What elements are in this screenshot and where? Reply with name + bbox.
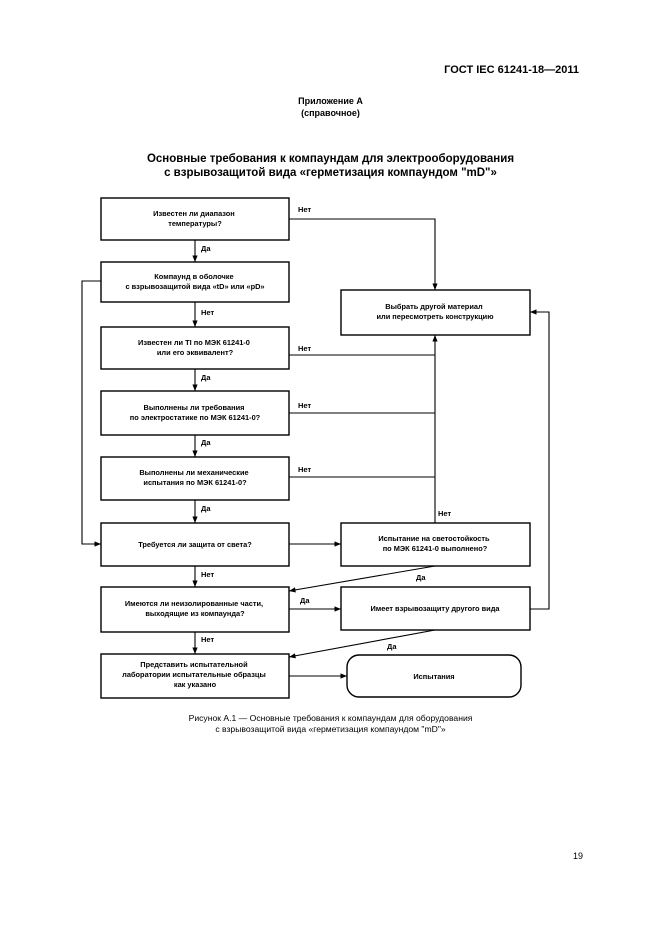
box-q3 xyxy=(100,326,290,370)
text-q8: Представить испытательной лаборатории ис… xyxy=(122,660,268,689)
box-q5 xyxy=(100,456,290,501)
text-q3: Известен ли TI по МЭК 61241-0 или его эк… xyxy=(138,338,252,357)
figure-caption: Рисунок А.1 — Основные требования к комп… xyxy=(0,713,661,735)
appendix-line-1: Приложение А xyxy=(298,96,363,106)
label-no-q1: Нет xyxy=(298,205,311,214)
text-q6: Требуется ли защита от света? xyxy=(138,540,252,549)
figure-title-line-1: Основные требования к компаундам для эле… xyxy=(146,153,515,165)
text-r2: Испытание на светостойкость по МЭК 61241… xyxy=(378,534,491,553)
text-r1: Выбрать другой материал или пересмотреть… xyxy=(376,302,494,321)
label-yes-r3: Да xyxy=(387,642,397,651)
label-no-q3: Нет xyxy=(298,344,311,353)
label-yes-r2: Да xyxy=(416,573,426,582)
label-yes-q3: Да xyxy=(201,373,211,382)
figure-title: Основные требования к компаундам для эле… xyxy=(0,152,661,180)
label-no-q5: Нет xyxy=(298,465,311,474)
appendix-heading: Приложение А (справочное) xyxy=(0,95,661,119)
box-r2 xyxy=(340,522,531,567)
label-yes-q4: Да xyxy=(201,438,211,447)
arrow-q2-q6 xyxy=(81,280,101,547)
arrow-r2-q7 xyxy=(288,565,436,593)
figure-title-line-2: с взрывозащитой вида «герметизация компа… xyxy=(164,167,497,179)
text-q4: Выполнены ли требования по электростатик… xyxy=(130,403,261,422)
figure-caption-line-1: Рисунок А.1 — Основные требования к комп… xyxy=(188,713,473,723)
label-no-q7: Нет xyxy=(201,635,214,644)
text-r3: Имеет взрывозащиту другого вида xyxy=(370,604,500,613)
label-yes-q5: Да xyxy=(201,504,211,513)
figure-caption-line-2: с взрывозащитой вида «герметизация компа… xyxy=(215,724,446,734)
arrow-q1-r1 xyxy=(289,218,438,290)
label-no-q2: Нет xyxy=(201,308,214,317)
label-yes-q1: Да xyxy=(201,244,211,253)
label-no-q6: Нет xyxy=(201,570,214,579)
text-q1: Известен ли диапазон температуры? xyxy=(153,209,237,228)
box-q1 xyxy=(100,197,290,241)
text-q2: Компаунд в оболочке с взрывозащитой вида… xyxy=(125,272,264,291)
box-q8 xyxy=(100,653,290,699)
appendix-line-2: (справочное) xyxy=(301,108,360,118)
label-no-r2: Нет xyxy=(438,509,451,518)
box-q7 xyxy=(100,586,290,633)
label-yes-q7: Да xyxy=(300,596,310,605)
standard-code: ГОСТ IEC 61241-18—2011 xyxy=(444,64,579,76)
page-number: 19 xyxy=(572,851,583,861)
text-end: Испытания xyxy=(413,672,454,681)
arrow-r3-r1 xyxy=(530,309,550,610)
text-q7: Имеются ли неизолированные части, выходя… xyxy=(125,599,265,618)
label-no-q4: Нет xyxy=(298,401,311,410)
text-q5: Выполнены ли механические испытания по М… xyxy=(139,468,250,487)
arrow-r3-q8 xyxy=(288,629,436,659)
